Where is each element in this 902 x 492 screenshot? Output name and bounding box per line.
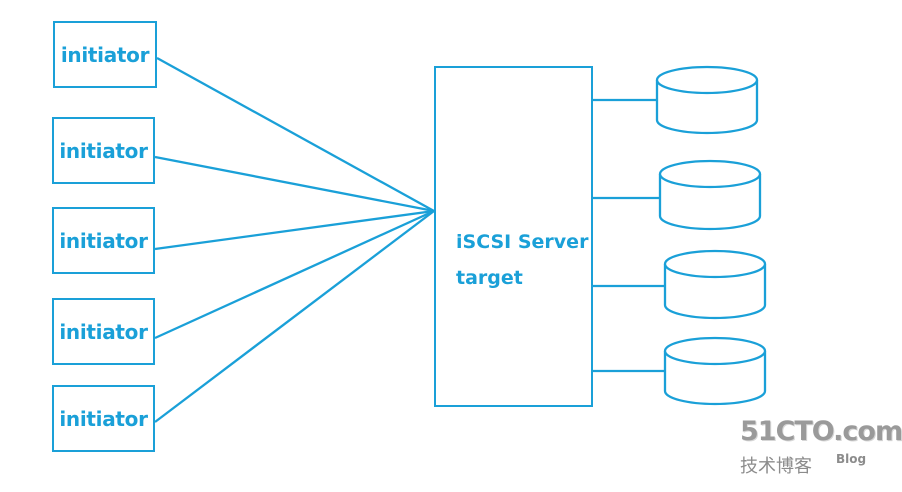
initiator-label: initiator (59, 319, 148, 344)
initiator-label: initiator (60, 42, 150, 67)
initiator-box: initiator (52, 117, 155, 184)
initiator-label: initiator (59, 228, 148, 253)
initiator-link-line (154, 210, 435, 423)
initiator-label: initiator (59, 406, 148, 431)
watermark-site: 51CTO.com (740, 416, 902, 447)
server-subtitle: target (456, 267, 523, 289)
initiator-link-line (154, 209, 435, 340)
initiator-box: initiator (52, 298, 155, 365)
server-title: iSCSI Server (456, 231, 589, 253)
initiator-box: initiator (53, 21, 157, 88)
disk-links (593, 98, 665, 373)
watermark-subtitle: 技术博客 (740, 456, 812, 477)
initiator-link-line (154, 209, 435, 251)
disk-cylinder-icon (655, 65, 759, 135)
iscsi-server-box: iSCSI Server target (434, 66, 593, 407)
initiator-box: initiator (52, 385, 155, 452)
watermark-blog: Blog (836, 452, 867, 466)
disk-cylinder-icon (658, 159, 762, 231)
initiator-label: initiator (59, 138, 148, 163)
initiator-link-line (154, 155, 435, 213)
disk-cylinder-icon (663, 336, 767, 406)
initiator-links (154, 56, 435, 423)
disk-group (655, 65, 767, 406)
initiator-link-line (156, 56, 435, 213)
disk-cylinder-icon (663, 249, 767, 320)
initiator-box: initiator (52, 207, 155, 274)
